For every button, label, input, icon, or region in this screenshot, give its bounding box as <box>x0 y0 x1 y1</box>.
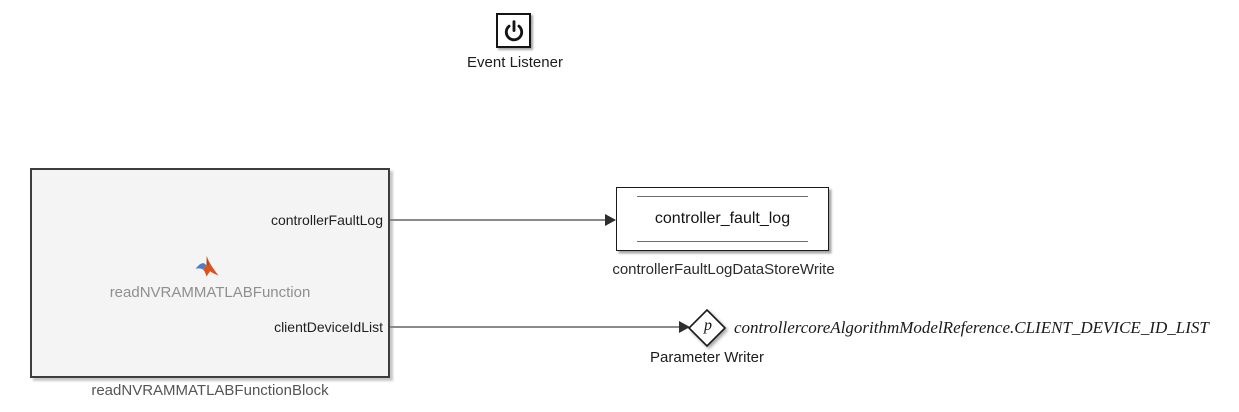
matlab-function-block[interactable]: controllerFaultLog clientDeviceIdList re… <box>30 168 390 378</box>
data-store-name-value: controller_fault_log <box>654 210 791 227</box>
output-port-label-clientDeviceIdList: clientDeviceIdList <box>274 319 383 335</box>
parameter-writer-p-symbol: p <box>704 317 712 334</box>
data-store-write-block-name-label[interactable]: controllerFaultLogDataStoreWrite <box>612 261 835 278</box>
matlab-function-inner-label: readNVRAMMATLABFunction <box>109 284 311 301</box>
matlab-logo-icon <box>195 255 220 284</box>
data-store-write-block[interactable]: controller_fault_log <box>616 187 829 251</box>
signal-line-controllerFaultLog[interactable] <box>390 219 606 221</box>
parameter-writer-name-label[interactable]: Parameter Writer <box>650 349 764 366</box>
event-listener-name-label[interactable]: Event Listener <box>467 54 563 71</box>
output-port-label-controllerFaultLog: controllerFaultLog <box>270 212 383 228</box>
parameter-writer-parameter-path: controllercoreAlgorithmModelReference.CL… <box>734 318 1209 337</box>
signal-line-clientDeviceIdList[interactable] <box>390 326 680 328</box>
signal-arrowhead-clientDeviceIdList <box>679 321 690 333</box>
matlab-function-block-name-label[interactable]: readNVRAMMATLABFunctionBlock <box>91 382 329 399</box>
signal-arrowhead-controllerFaultLog <box>605 214 616 226</box>
event-listener-block[interactable] <box>496 13 531 48</box>
data-store-top-rule <box>637 196 808 197</box>
data-store-bottom-rule <box>637 241 808 242</box>
power-icon <box>503 19 525 42</box>
parameter-writer-block[interactable] <box>687 308 729 350</box>
